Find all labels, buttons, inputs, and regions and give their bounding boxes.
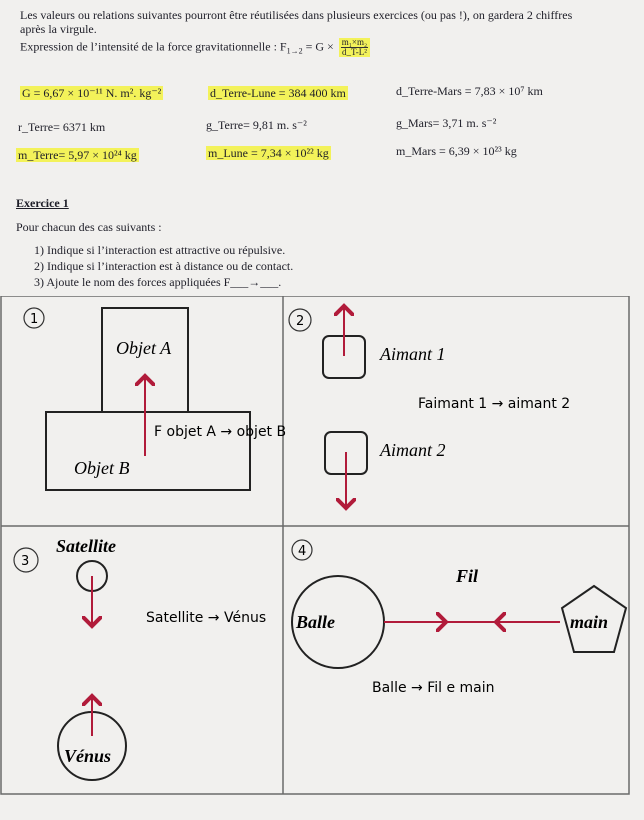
objet-b-label: Objet B (74, 458, 130, 478)
exercise-prompt: Pour chacun des cas suivants : (16, 220, 162, 234)
main-pentagon (560, 584, 628, 653)
intro-line-2: après la virgule. (20, 22, 97, 36)
constant-m-lune: m_Lune = 7,34 × 10²² kg (206, 146, 331, 160)
cell-4-number: 4 (298, 544, 306, 559)
venus-label: Vénus (64, 746, 111, 766)
exercise-title: Exercice 1 (16, 196, 69, 210)
constant-d-terre-mars: d_Terre-Mars = 7,83 × 10⁷ km (396, 84, 543, 98)
objet-b-box (45, 411, 251, 491)
question-2: 2) Indique si l’interaction est à distan… (34, 259, 294, 273)
grid-border (0, 296, 630, 795)
constant-g-mars: g_Mars= 3,71 m. s⁻² (396, 116, 497, 130)
cell-2-number: 2 (296, 314, 304, 329)
cell-2-handwriting: Faimant 1 → aimant 2 (418, 396, 570, 412)
formula-prefix: Expression de l’intensité de la force gr… (20, 39, 287, 54)
satellite-label: Satellite (56, 536, 116, 556)
cell-3-number-circle (13, 547, 39, 573)
formula-fraction: m₁×m₂ d_T-L² (338, 37, 371, 57)
cell-3-number: 3 (21, 554, 29, 569)
cell-4-number-circle (291, 539, 313, 561)
cell-1-number: 1 (30, 312, 38, 327)
question-1: 1) Indique si l’interaction est attracti… (34, 243, 286, 257)
cell-1-number-circle (23, 307, 45, 329)
constant-m-terre: m_Terre= 5,97 × 10²⁴ kg (16, 148, 139, 162)
objet-a-label: Objet A (116, 338, 172, 358)
cell-1-handwriting: F objet A → objet B (154, 424, 286, 440)
aimant-1-label: Aimant 1 (379, 344, 446, 364)
intro-line-1: Les valeurs ou relations suivantes pourr… (20, 8, 573, 22)
fraction-numerator: m₁×m₂ (340, 37, 369, 48)
exercise-diagram-grid: 1 Objet A Objet B F objet A → objet B 2 … (0, 296, 630, 795)
intro-text: Les valeurs ou relations suivantes pourr… (20, 8, 620, 59)
constant-g: G = 6,67 × 10⁻¹¹ N. m². kg⁻² (20, 86, 164, 100)
formula-line: Expression de l’intensité de la force gr… (20, 38, 620, 59)
formula-eq: = G × (302, 39, 334, 54)
constant-d-terre-lune: d_Terre-Lune = 384 400 km (208, 86, 348, 100)
fil-label: Fil (455, 566, 478, 586)
constant-g-terre: g_Terre= 9,81 m. s⁻² (206, 118, 307, 132)
constant-r-terre: r_Terre= 6371 km (18, 120, 106, 134)
aimant-2-label: Aimant 2 (379, 440, 446, 460)
constant-m-mars: m_Mars = 6,39 × 10²³ kg (396, 144, 517, 158)
cell-3-handwriting: Satellite → Vénus (146, 610, 266, 626)
formula-sub: 1→2 (286, 46, 303, 56)
cell-2-number-circle (288, 308, 312, 332)
question-3: 3) Ajoute le nom des forces appliquées F… (34, 275, 282, 289)
balle-label: Balle (295, 612, 335, 632)
cell-4-handwriting: Balle → Fil e main (372, 680, 495, 696)
main-label: main (570, 612, 608, 632)
fraction-denominator: d_T-L² (342, 47, 367, 57)
